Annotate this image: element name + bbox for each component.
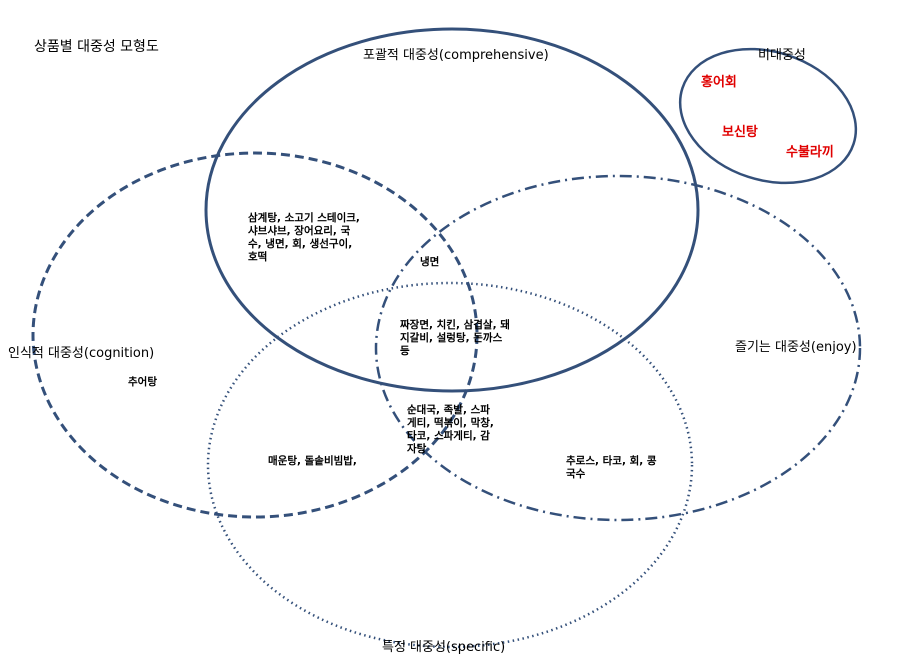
region-comprehensive-cognition: 삼계탕, 소고기 스테이크, 샤브샤브, 장어요리, 국수, 냉면, 회, 생선… <box>248 212 360 263</box>
region-specific-enjoy: 추로스, 타코, 회, 콩국수 <box>566 455 657 480</box>
region-center: 짜장면, 치킨, 삼겹살, 돼지갈비, 설렁탕, 돈까스 등 <box>400 319 510 357</box>
non-popular-item: 수불라끼 <box>786 145 834 160</box>
enjoy-ellipse <box>374 174 862 522</box>
region-cognition-only: 추어탕 <box>128 376 157 388</box>
specific-label: 특정 대중성(specific) <box>382 640 506 655</box>
comprehensive-ellipse <box>204 27 700 393</box>
region-comprehensive-enjoy: 냉면 <box>420 256 440 268</box>
non-popular-label: 비대중성 <box>758 48 806 63</box>
comprehensive-label: 포괄적 대중성(comprehensive) <box>363 48 549 63</box>
cognition-ellipse <box>31 151 479 519</box>
specific-ellipse <box>206 281 694 649</box>
region-cognition-specific: 매운탕, 돌솥비빔밥, <box>268 455 357 467</box>
region-cognition-specific-enjoy: 순대국, 족발, 스파게티, 떡볶이, 막창, 타코, 스파게티, 감자탕 <box>407 404 494 455</box>
non-popular-item: 홍어회 <box>701 75 737 90</box>
enjoy-label: 즐기는 대중성(enjoy) <box>735 340 857 355</box>
cognition-label: 인식적 대중성(cognition) <box>8 346 155 361</box>
diagram-title: 상품별 대중성 모형도 <box>34 39 159 55</box>
non-popular-item: 보신탕 <box>722 125 758 140</box>
non-popular-ellipse <box>678 47 858 185</box>
